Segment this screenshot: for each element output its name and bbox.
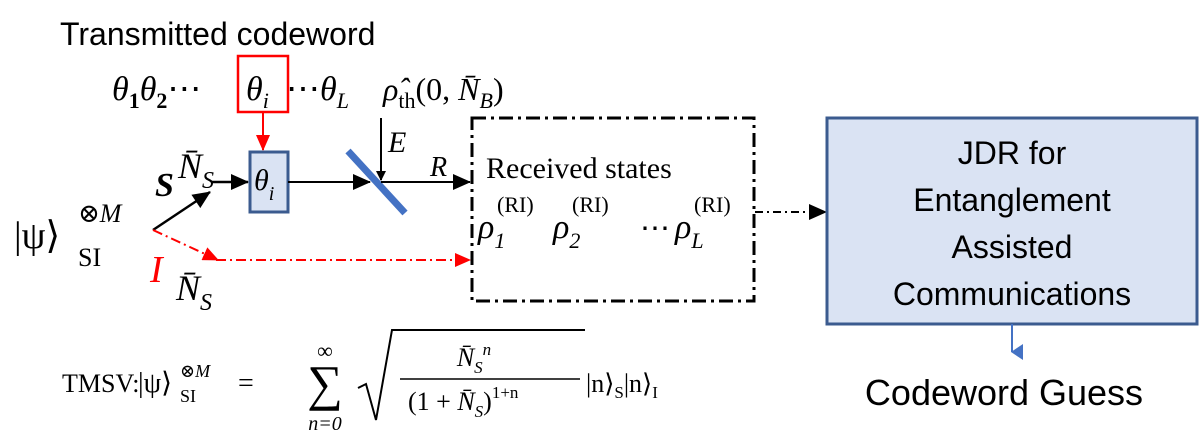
- idler-label-I: I: [149, 249, 165, 291]
- svg-text:Communications: Communications: [893, 276, 1131, 312]
- svg-text:θi: θi: [246, 71, 269, 113]
- svg-text:⊗M: ⊗M: [180, 361, 211, 381]
- svg-text:(RI): (RI): [497, 192, 534, 217]
- svg-text:∞: ∞: [317, 338, 333, 363]
- svg-text:JDR for: JDR for: [958, 135, 1067, 171]
- svg-text:n=0: n=0: [308, 413, 342, 435]
- svg-text:Entanglement: Entanglement: [913, 182, 1111, 218]
- phase-modulator-label: θi: [254, 164, 274, 205]
- svg-text:=: =: [238, 368, 254, 399]
- transmitted-codeword-title: Transmitted codeword: [60, 16, 375, 52]
- signal-label-S: S: [155, 167, 174, 204]
- svg-text:TMSV:: TMSV:: [62, 369, 140, 398]
- svg-text:SI: SI: [180, 386, 196, 406]
- svg-text:∑: ∑: [307, 355, 343, 411]
- svg-text:(1 + N̄S)1+n: (1 + N̄S)1+n: [408, 383, 519, 421]
- svg-text:(RI): (RI): [694, 192, 731, 217]
- svg-text:⋯: ⋯: [640, 212, 670, 245]
- jdr-box: [825, 116, 1199, 326]
- sqrt-symbol: [357, 329, 585, 421]
- svg-text:|n⟩S|n⟩I: |n⟩S|n⟩I: [586, 369, 658, 402]
- codeword-sequence: θ1θ2⋯ θi ⋯θL: [112, 71, 349, 113]
- input-state-label: |ψ⟩: [14, 215, 60, 257]
- tmsv-equation: TMSV: |ψ⟩ ⊗M SI = ∞ ∑ n=0 N̄Sn (1 + N̄S)…: [62, 329, 658, 435]
- received-label-R: R: [429, 152, 447, 183]
- signal-photon-number: N̄S: [177, 146, 214, 194]
- svg-text:N̄Sn: N̄Sn: [456, 340, 491, 377]
- svg-text:|ψ⟩: |ψ⟩: [138, 368, 172, 399]
- jdr-label: JDR for Entanglement Assisted Communicat…: [893, 135, 1131, 312]
- signal-arm-line: [152, 190, 211, 232]
- svg-text:Assisted: Assisted: [952, 229, 1073, 265]
- codeword-guess-label: Codeword Guess: [865, 372, 1143, 413]
- svg-text:ρL: ρL: [674, 209, 704, 253]
- received-states-title: Received states: [486, 152, 672, 185]
- svg-text:(RI): (RI): [572, 192, 609, 217]
- idler-photon-number: N̄S: [175, 268, 212, 316]
- environment-label-E: E: [387, 126, 406, 159]
- svg-text:θ1θ2⋯: θ1θ2⋯: [112, 71, 201, 113]
- phase-modulator-box: [248, 150, 290, 214]
- idler-arm-diagonal: [152, 229, 219, 261]
- svg-text:ρ1: ρ1: [477, 209, 505, 253]
- received-states-list: ρ1 (RI) ρ2 (RI) ⋯ ρL (RI): [477, 192, 731, 253]
- received-states-box: [470, 116, 756, 303]
- beam-splitter: [345, 148, 408, 216]
- input-state-sub: SI: [78, 243, 101, 272]
- input-state-sup: ⊗M: [78, 199, 123, 228]
- svg-text:ρ2: ρ2: [552, 209, 580, 253]
- svg-text:⋯θL: ⋯θL: [286, 71, 349, 113]
- thermal-state-label: ρ̂th(0, N̄B): [382, 71, 504, 113]
